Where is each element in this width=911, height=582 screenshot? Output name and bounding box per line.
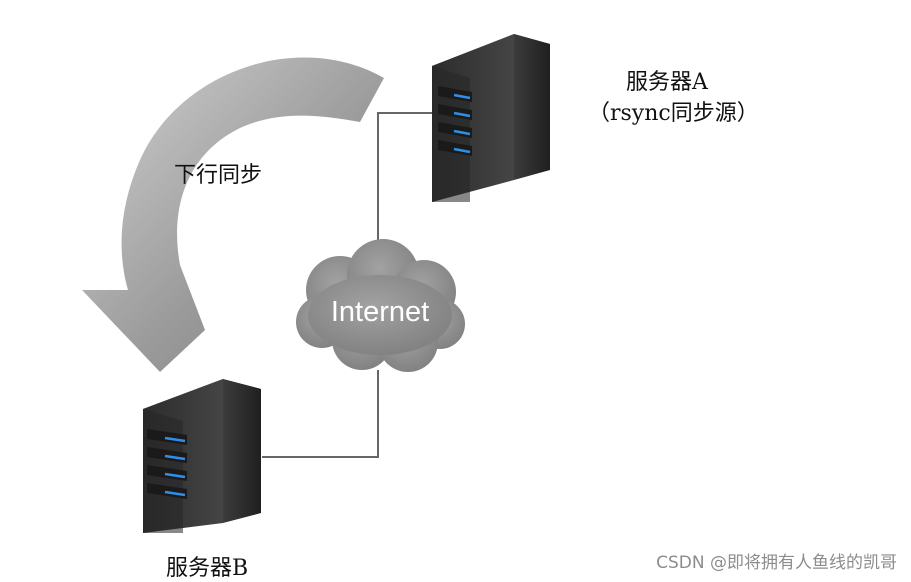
link-internet-to-server-b	[262, 370, 379, 458]
link-server-a-to-internet	[377, 112, 432, 262]
server-b-drive-bays	[147, 429, 187, 499]
server-a-subtitle: （rsync同步源）	[588, 101, 759, 126]
internet-label: Internet	[330, 296, 430, 328]
cloud-icon	[296, 239, 465, 372]
server-a-icon	[432, 34, 550, 202]
sync-direction-label: 下行同步	[174, 163, 263, 188]
server-b-icon	[143, 379, 261, 533]
server-a-title: 服务器A	[626, 70, 708, 95]
server-b-title: 服务器B	[166, 556, 249, 581]
connection-lines	[262, 112, 432, 458]
curved-arrow-icon	[82, 57, 384, 372]
watermark: CSDN @即将拥有人鱼线的凯哥	[656, 553, 897, 573]
server-a-drive-bays	[438, 86, 472, 156]
